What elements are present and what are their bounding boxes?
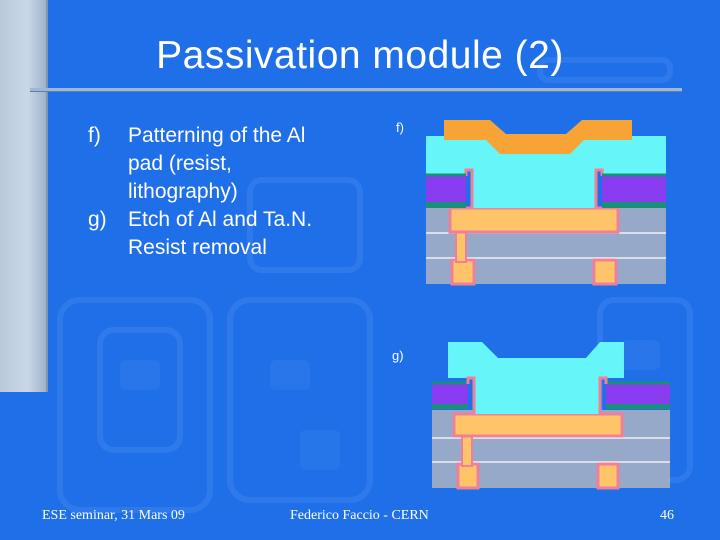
barrier-left <box>432 404 468 409</box>
bullet-marker: g) <box>88 208 107 231</box>
title-rule <box>30 88 682 92</box>
footer-author: Federico Faccio - CERN <box>290 508 429 523</box>
bullet-item: g) Etch of Al and Ta.N. Resist removal <box>88 206 388 262</box>
bullet-line: pad (resist, <box>128 152 232 175</box>
via-bottom-left <box>456 462 480 490</box>
left-decorative-band <box>0 0 48 392</box>
copper-line <box>452 412 624 438</box>
aluminum-pad-etched <box>448 342 624 414</box>
liner-left <box>464 168 474 208</box>
via-bottom-right <box>596 462 620 490</box>
bullet-line: Etch of Al and Ta.N. <box>128 208 313 231</box>
liner-left <box>466 376 476 414</box>
copper-line <box>448 206 620 234</box>
bullet-marker: f) <box>88 124 101 147</box>
slide-title: Passivation module (2) <box>156 34 564 77</box>
via-bottom-right <box>592 258 618 286</box>
bullet-item: f) Patterning of the Al pad (resist, lit… <box>88 122 388 206</box>
aluminum-pad <box>426 136 666 208</box>
resist-layer <box>444 120 632 154</box>
bullet-line: Patterning of the Al <box>128 124 306 147</box>
metal-left <box>426 176 466 202</box>
bullet-line: Resist removal <box>128 236 267 259</box>
cross-section-f <box>426 120 666 286</box>
barrier-right <box>602 202 666 208</box>
liner-right <box>594 168 604 208</box>
figure-g-label: g) <box>392 348 404 363</box>
via-stem <box>461 433 473 467</box>
page-number: 46 <box>660 508 674 523</box>
liner-right <box>598 376 608 414</box>
footer-event: ESE seminar, 31 Mars 09 <box>42 508 185 523</box>
bullet-line: lithography) <box>128 180 238 203</box>
bullet-list: f) Patterning of the Al pad (resist, lit… <box>88 122 388 262</box>
via-stem <box>455 229 467 263</box>
via-bottom-left <box>450 258 476 286</box>
figure-f-label: f) <box>396 120 404 135</box>
barrier-left <box>426 202 466 208</box>
cross-section-g <box>432 342 670 490</box>
barrier-right <box>606 404 670 409</box>
metal-right <box>602 176 666 202</box>
